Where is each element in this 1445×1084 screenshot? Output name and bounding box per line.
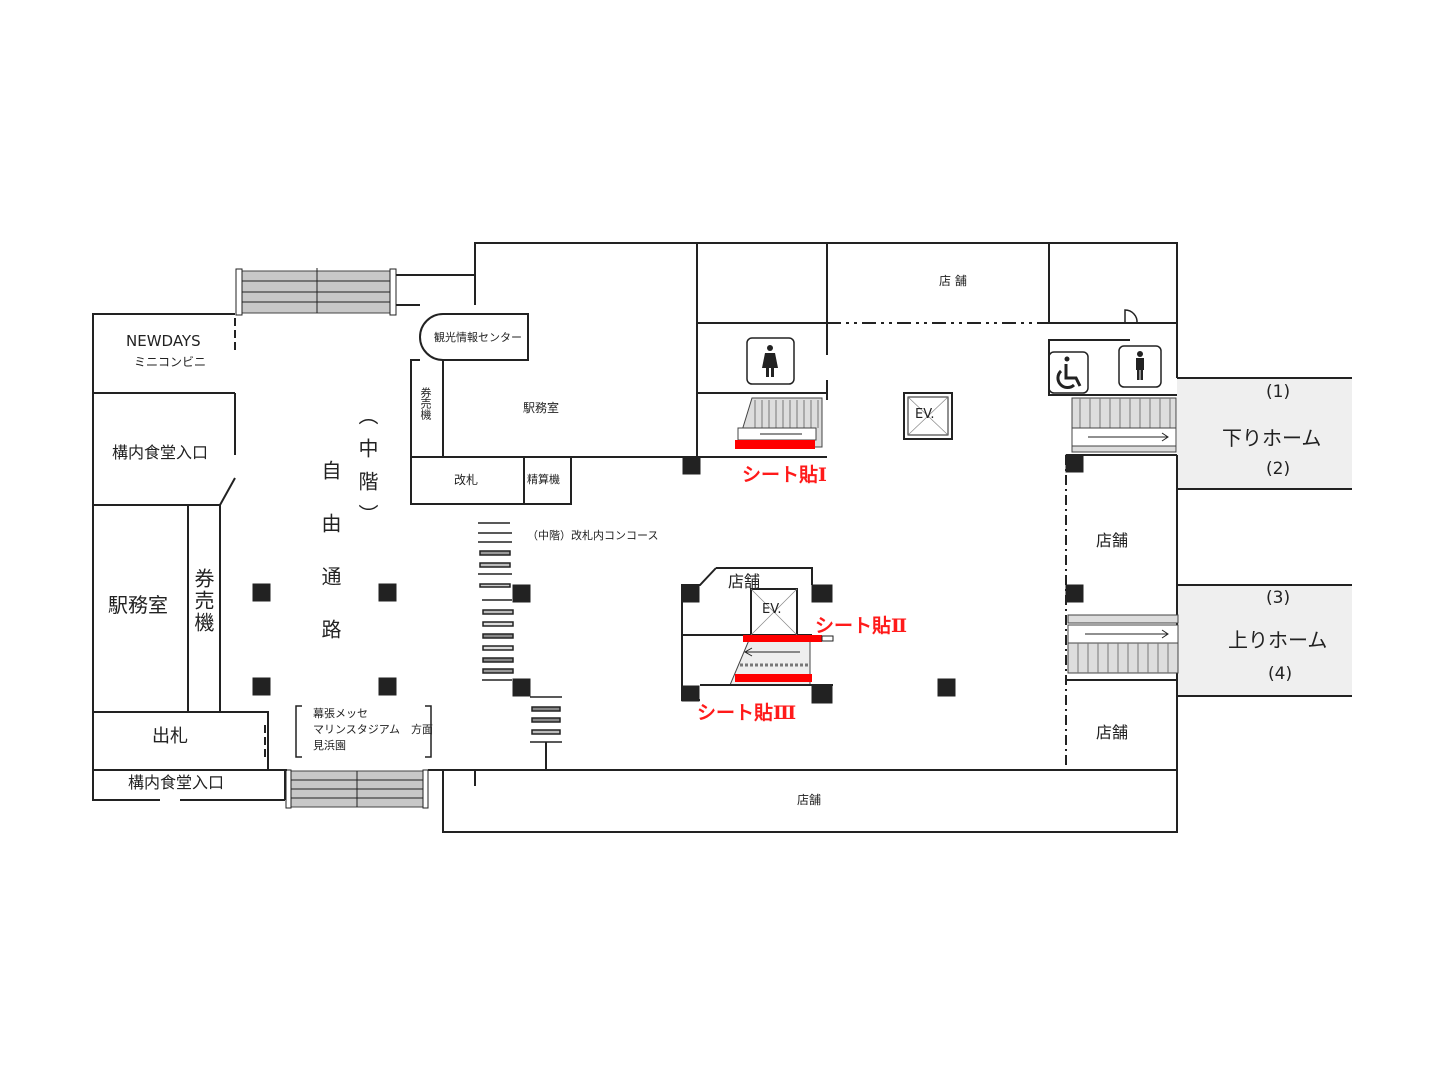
- cafeteria-entrance-upper-label: 構内食堂入口: [112, 443, 209, 462]
- wheelchair-icon: [1048, 351, 1089, 394]
- free-passage-label: 自由通路: [318, 460, 342, 672]
- elevator-1-label: EV.: [915, 407, 935, 422]
- minicombini-label: ミニコンビニ: [134, 355, 207, 369]
- sheet-label-3: シート貼Ⅲ: [697, 702, 797, 724]
- escalator-3: [1067, 614, 1179, 674]
- pillar-icon: [682, 456, 701, 475]
- tourist-info-label: 観光情報センター: [434, 331, 522, 344]
- station-office-left-label: 駅務室: [108, 593, 168, 617]
- down-platform-area: [1177, 378, 1352, 489]
- concourse-stairs: [478, 522, 562, 770]
- ticket-office-label: 出札: [152, 726, 188, 747]
- platform-3-label: (3): [1266, 588, 1291, 608]
- down-platform-label: 下りホーム: [1222, 426, 1322, 450]
- pillar-icon: [811, 685, 833, 704]
- pillar-icon: [681, 685, 700, 702]
- mezzanine-label: ︵中階︶: [355, 405, 379, 537]
- platform-1-label: (1): [1266, 382, 1291, 402]
- platform-2-label: (2): [1266, 459, 1291, 479]
- escalator-2: [1071, 397, 1177, 453]
- female-toilet-icon: [746, 337, 795, 385]
- newdays-label: NEWDAYS: [126, 332, 201, 350]
- shop-bottom-label: 店舗: [797, 793, 822, 807]
- ticket-machine-small-label: 券売機: [419, 387, 432, 420]
- direction-line3: 見浜園: [313, 739, 346, 752]
- ticket-machine-left-label: 券売機: [191, 568, 215, 634]
- shop-right-lower-label: 店舗: [1096, 723, 1129, 742]
- up-platform-area: [1177, 585, 1352, 696]
- sheet-label-2: シート貼Ⅱ: [815, 615, 908, 637]
- stairs-top: [235, 268, 397, 316]
- tourist-info-booth: [419, 313, 529, 361]
- sheet-marker-3: [735, 674, 812, 682]
- pillar-icon: [378, 677, 397, 696]
- stairs-bottom: [285, 769, 429, 809]
- elevator-2-label: EV.: [762, 602, 782, 617]
- gate-label: 改札: [454, 473, 479, 487]
- pillar-icon: [1065, 454, 1084, 473]
- pillar-icon: [512, 678, 531, 697]
- up-platform-label: 上りホーム: [1228, 628, 1328, 652]
- direction-line1: 幕張メッセ: [313, 707, 368, 720]
- fare-adjust-label: 精算機: [527, 473, 560, 486]
- pillars: [252, 454, 1084, 704]
- pillar-icon: [811, 584, 833, 603]
- pillar-icon: [252, 583, 271, 602]
- platform-4-label: (4): [1268, 664, 1293, 684]
- shop-top-label: 店 舗: [939, 274, 967, 288]
- pillar-icon: [681, 584, 700, 603]
- pillar-icon: [1065, 584, 1084, 603]
- male-toilet-icon: [1118, 345, 1162, 388]
- direction-line2: マリンスタジアム 方面: [313, 723, 434, 736]
- shop-center-label: 店舗: [728, 572, 761, 591]
- cafeteria-entrance-lower-label: 構内食堂入口: [128, 773, 225, 792]
- pillar-icon: [937, 678, 956, 697]
- sheet-marker-2: [743, 635, 822, 642]
- sheet-marker-1: [735, 440, 815, 449]
- sheet-label-1: シート貼Ⅰ: [742, 464, 827, 486]
- shop-right-upper-label: 店舗: [1096, 531, 1129, 550]
- pillar-icon: [512, 584, 531, 603]
- concourse-label: （中階）改札内コンコース: [527, 529, 659, 542]
- pillar-icon: [378, 583, 397, 602]
- pillar-icon: [252, 677, 271, 696]
- escalator-1: [735, 397, 823, 449]
- station-office-center-label: 駅務室: [523, 401, 560, 415]
